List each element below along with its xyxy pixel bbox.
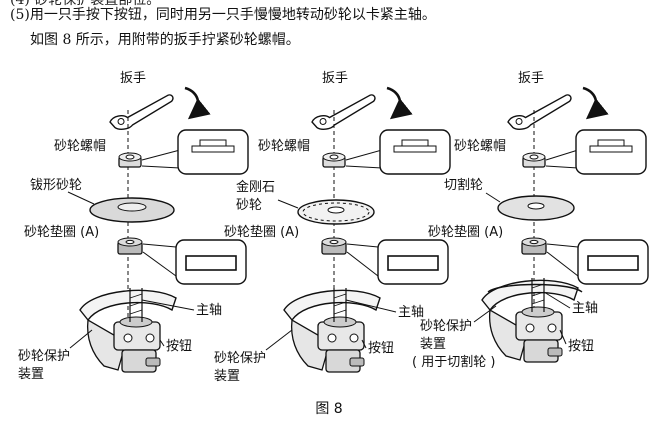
- washer-callout: [377, 239, 449, 285]
- spindle-label: 主轴: [196, 303, 222, 318]
- button-label: 按钮: [568, 339, 594, 354]
- panel-2: 扳手 砂轮螺帽 金刚石 砂轮 砂轮垫圈 (A) 主轴 按钮 砂轮保护 装置: [214, 70, 451, 384]
- figure-caption: 图 8: [315, 401, 343, 417]
- guard-label-line1: 砂轮保护: [214, 351, 266, 366]
- wheel-label: 切割轮: [444, 177, 483, 193]
- nut-callout: [379, 129, 451, 175]
- grinder-guard-icon: [283, 287, 381, 373]
- guard-label-line3: ( 用于切割轮 ): [412, 354, 495, 370]
- wheel-nut-icon: [118, 152, 142, 168]
- spindle-label: 主轴: [398, 305, 424, 320]
- washer-callout: [577, 239, 649, 285]
- washer-icon: [117, 237, 143, 255]
- cutting-guard-icon: [481, 277, 579, 363]
- step-5-instruction: (5)用一只手按下按钮，同时用另一只手慢慢地转动砂轮以卡紧主轴。: [10, 7, 436, 23]
- wrench-icon: [504, 93, 575, 132]
- nut-callout: [575, 129, 647, 175]
- guard-label-line1: 砂轮保护: [420, 319, 472, 334]
- wheel-nut-label: 砂轮螺帽: [258, 138, 310, 154]
- panel-3: 扳手 砂轮螺帽 切割轮 砂轮垫圈 (A) 主轴 按钮 砂轮保护 装置 ( 用于切…: [412, 70, 649, 370]
- rotate-arrow-icon: [582, 86, 609, 120]
- guard-label-line1: 砂轮保护: [18, 349, 70, 364]
- wrench-icon: [106, 93, 177, 132]
- rotate-arrow-icon: [386, 86, 413, 120]
- washer-label: 砂轮垫圈 (A): [428, 224, 503, 240]
- wheel-nut-label: 砂轮螺帽: [54, 138, 106, 154]
- wrench-label: 扳手: [120, 70, 146, 86]
- wheel-label-line2: 砂轮: [236, 198, 262, 213]
- panel-1: 扳手 砂轮螺帽 钹形砂轮 砂轮垫圈 (A) 主轴 按钮 砂轮保护 装置: [18, 70, 249, 382]
- guard-label-line2: 装置: [420, 337, 446, 352]
- button-label: 按钮: [368, 341, 394, 356]
- washer-icon: [321, 237, 347, 255]
- wrench-label: 扳手: [518, 70, 544, 86]
- nut-callout: [177, 129, 249, 175]
- wheel-nut-label: 砂轮螺帽: [454, 138, 506, 154]
- guard-label-line2: 装置: [214, 369, 240, 384]
- washer-label: 砂轮垫圈 (A): [224, 224, 299, 240]
- washer-label: 砂轮垫圈 (A): [24, 224, 99, 240]
- wheel-label: 钹形砂轮: [30, 178, 82, 193]
- wrench-label: 扳手: [322, 70, 348, 86]
- grinder-guard-icon: [79, 287, 177, 373]
- figure-reference-line: 如图 8 所示，用附带的扳手拧紧砂轮螺帽。: [30, 32, 300, 48]
- button-label: 按钮: [166, 339, 192, 354]
- washer-icon: [521, 237, 547, 255]
- partial-step-line: (4) 砂轮保护装置部位。: [10, 0, 161, 8]
- wrench-icon: [308, 93, 379, 132]
- spindle-label: 主轴: [572, 301, 598, 316]
- washer-callout: [175, 239, 247, 285]
- wheel-label-line1: 金刚石: [236, 179, 275, 195]
- wheel-nut-icon: [322, 152, 346, 168]
- wheel-nut-icon: [522, 152, 546, 168]
- guard-label-line2: 装置: [18, 367, 44, 382]
- rotate-arrow-icon: [184, 86, 211, 120]
